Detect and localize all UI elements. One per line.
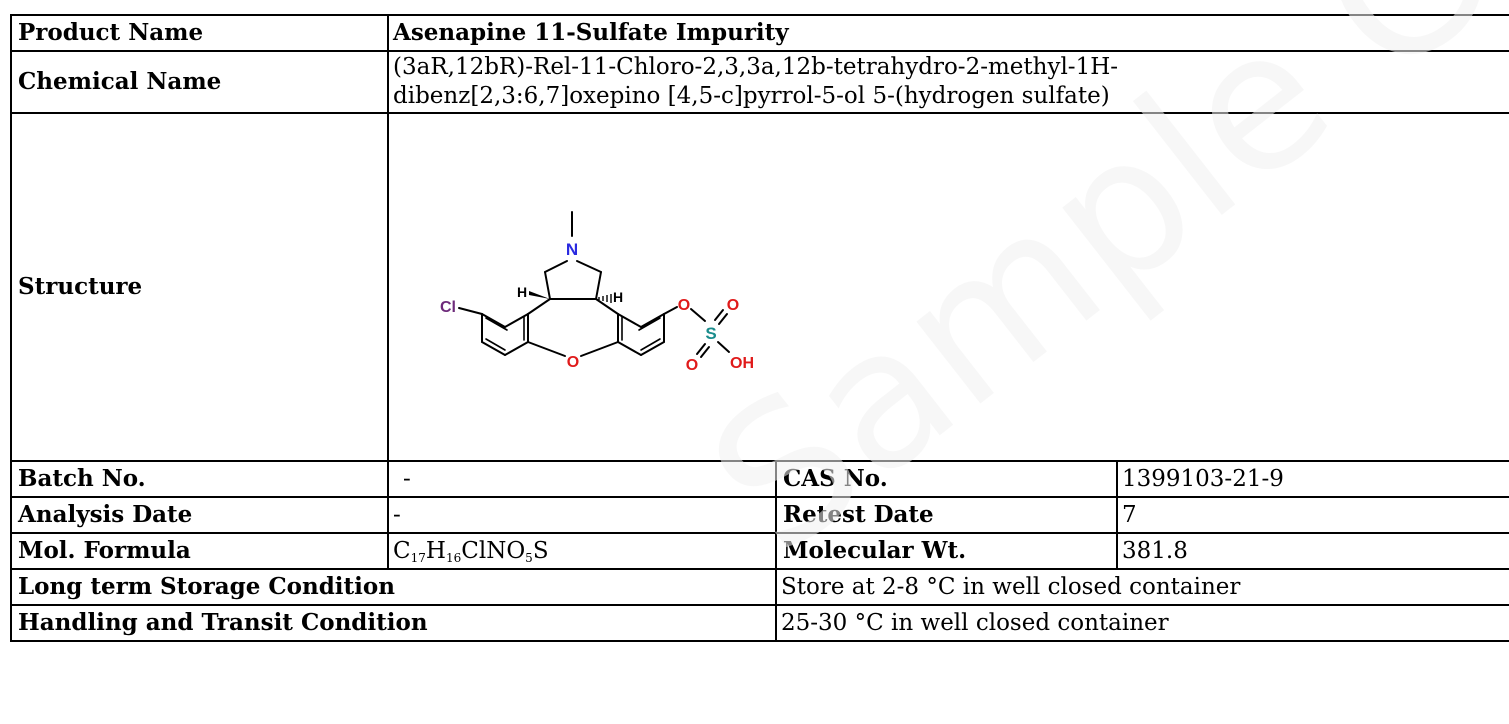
atom-s: S xyxy=(705,324,716,343)
atom-oh: OH xyxy=(730,355,754,372)
analysis-date-label: Analysis Date xyxy=(10,496,389,534)
cas-no-label: CAS No. xyxy=(775,460,1118,498)
atom-h-right: H xyxy=(613,289,623,305)
atom-o-ring: O xyxy=(567,354,579,371)
mol-formula-value: C17H16ClNO5S xyxy=(387,532,777,570)
handling-transit-label: Handling and Transit Condition xyxy=(10,604,777,642)
row-batch-cas: Batch No. - CAS No. 1399103-21-9 xyxy=(10,460,1509,498)
row-handling-transit: Handling and Transit Condition 25-30 °C … xyxy=(10,604,1509,642)
row-formula-weight: Mol. Formula C17H16ClNO5S Molecular Wt. … xyxy=(10,532,1509,570)
row-structure: Structure xyxy=(10,112,1509,462)
structure-image-cell: N Cl O O S O O OH H H xyxy=(387,112,1509,462)
long-term-storage-value: Store at 2-8 °C in well closed container xyxy=(775,568,1509,606)
mol-formula-label: Mol. Formula xyxy=(10,532,389,570)
retest-date-label: Retest Date xyxy=(775,496,1118,534)
chemical-name-value: (3aR,12bR)-Rel-11-Chloro-2,3,3a,12b-tetr… xyxy=(387,50,1509,114)
batch-no-label: Batch No. xyxy=(10,460,389,498)
wedge-bond-left xyxy=(529,291,550,299)
product-name-value: Asenapine 11-Sulfate Impurity xyxy=(387,14,1509,52)
atom-o-link: O xyxy=(678,297,690,314)
row-analysis-retest: Analysis Date - Retest Date 7 xyxy=(10,496,1509,534)
chemical-name-line-2: dibenz[2,3:6,7]oxepino [4,5-c]pyrrol-5-o… xyxy=(393,83,1110,109)
atom-cl: Cl xyxy=(440,299,456,316)
molecular-wt-value: 381.8 xyxy=(1116,532,1509,570)
row-long-term-storage: Long term Storage Condition Store at 2-8… xyxy=(10,568,1509,606)
chemical-name-label: Chemical Name xyxy=(10,50,389,114)
structure-label: Structure xyxy=(10,112,389,462)
cas-no-value: 1399103-21-9 xyxy=(1116,460,1509,498)
structure-diagram: N Cl O O S O O OH H H xyxy=(440,211,754,374)
molecular-wt-label: Molecular Wt. xyxy=(775,532,1118,570)
atom-o-bottom: O xyxy=(686,357,698,374)
product-name-label: Product Name xyxy=(10,14,389,52)
analysis-date-value: - xyxy=(387,496,777,534)
hash-bond-right xyxy=(598,294,612,303)
product-details-table: Product Name Asenapine 11-Sulfate Impuri… xyxy=(10,14,1509,642)
retest-date-value: 7 xyxy=(1116,496,1509,534)
row-product-name: Product Name Asenapine 11-Sulfate Impuri… xyxy=(10,14,1509,52)
row-chemical-name: Chemical Name (3aR,12bR)-Rel-11-Chloro-2… xyxy=(10,50,1509,114)
chemical-name-line-1: (3aR,12bR)-Rel-11-Chloro-2,3,3a,12b-tetr… xyxy=(393,54,1119,81)
atom-n: N xyxy=(566,240,578,259)
handling-transit-value: 25-30 °C in well closed container xyxy=(775,604,1509,642)
structure-bonds xyxy=(458,211,730,358)
atom-h-left: H xyxy=(517,284,527,300)
atom-o-top: O xyxy=(727,297,739,314)
batch-no-value: - xyxy=(387,460,777,498)
long-term-storage-label: Long term Storage Condition xyxy=(10,568,777,606)
